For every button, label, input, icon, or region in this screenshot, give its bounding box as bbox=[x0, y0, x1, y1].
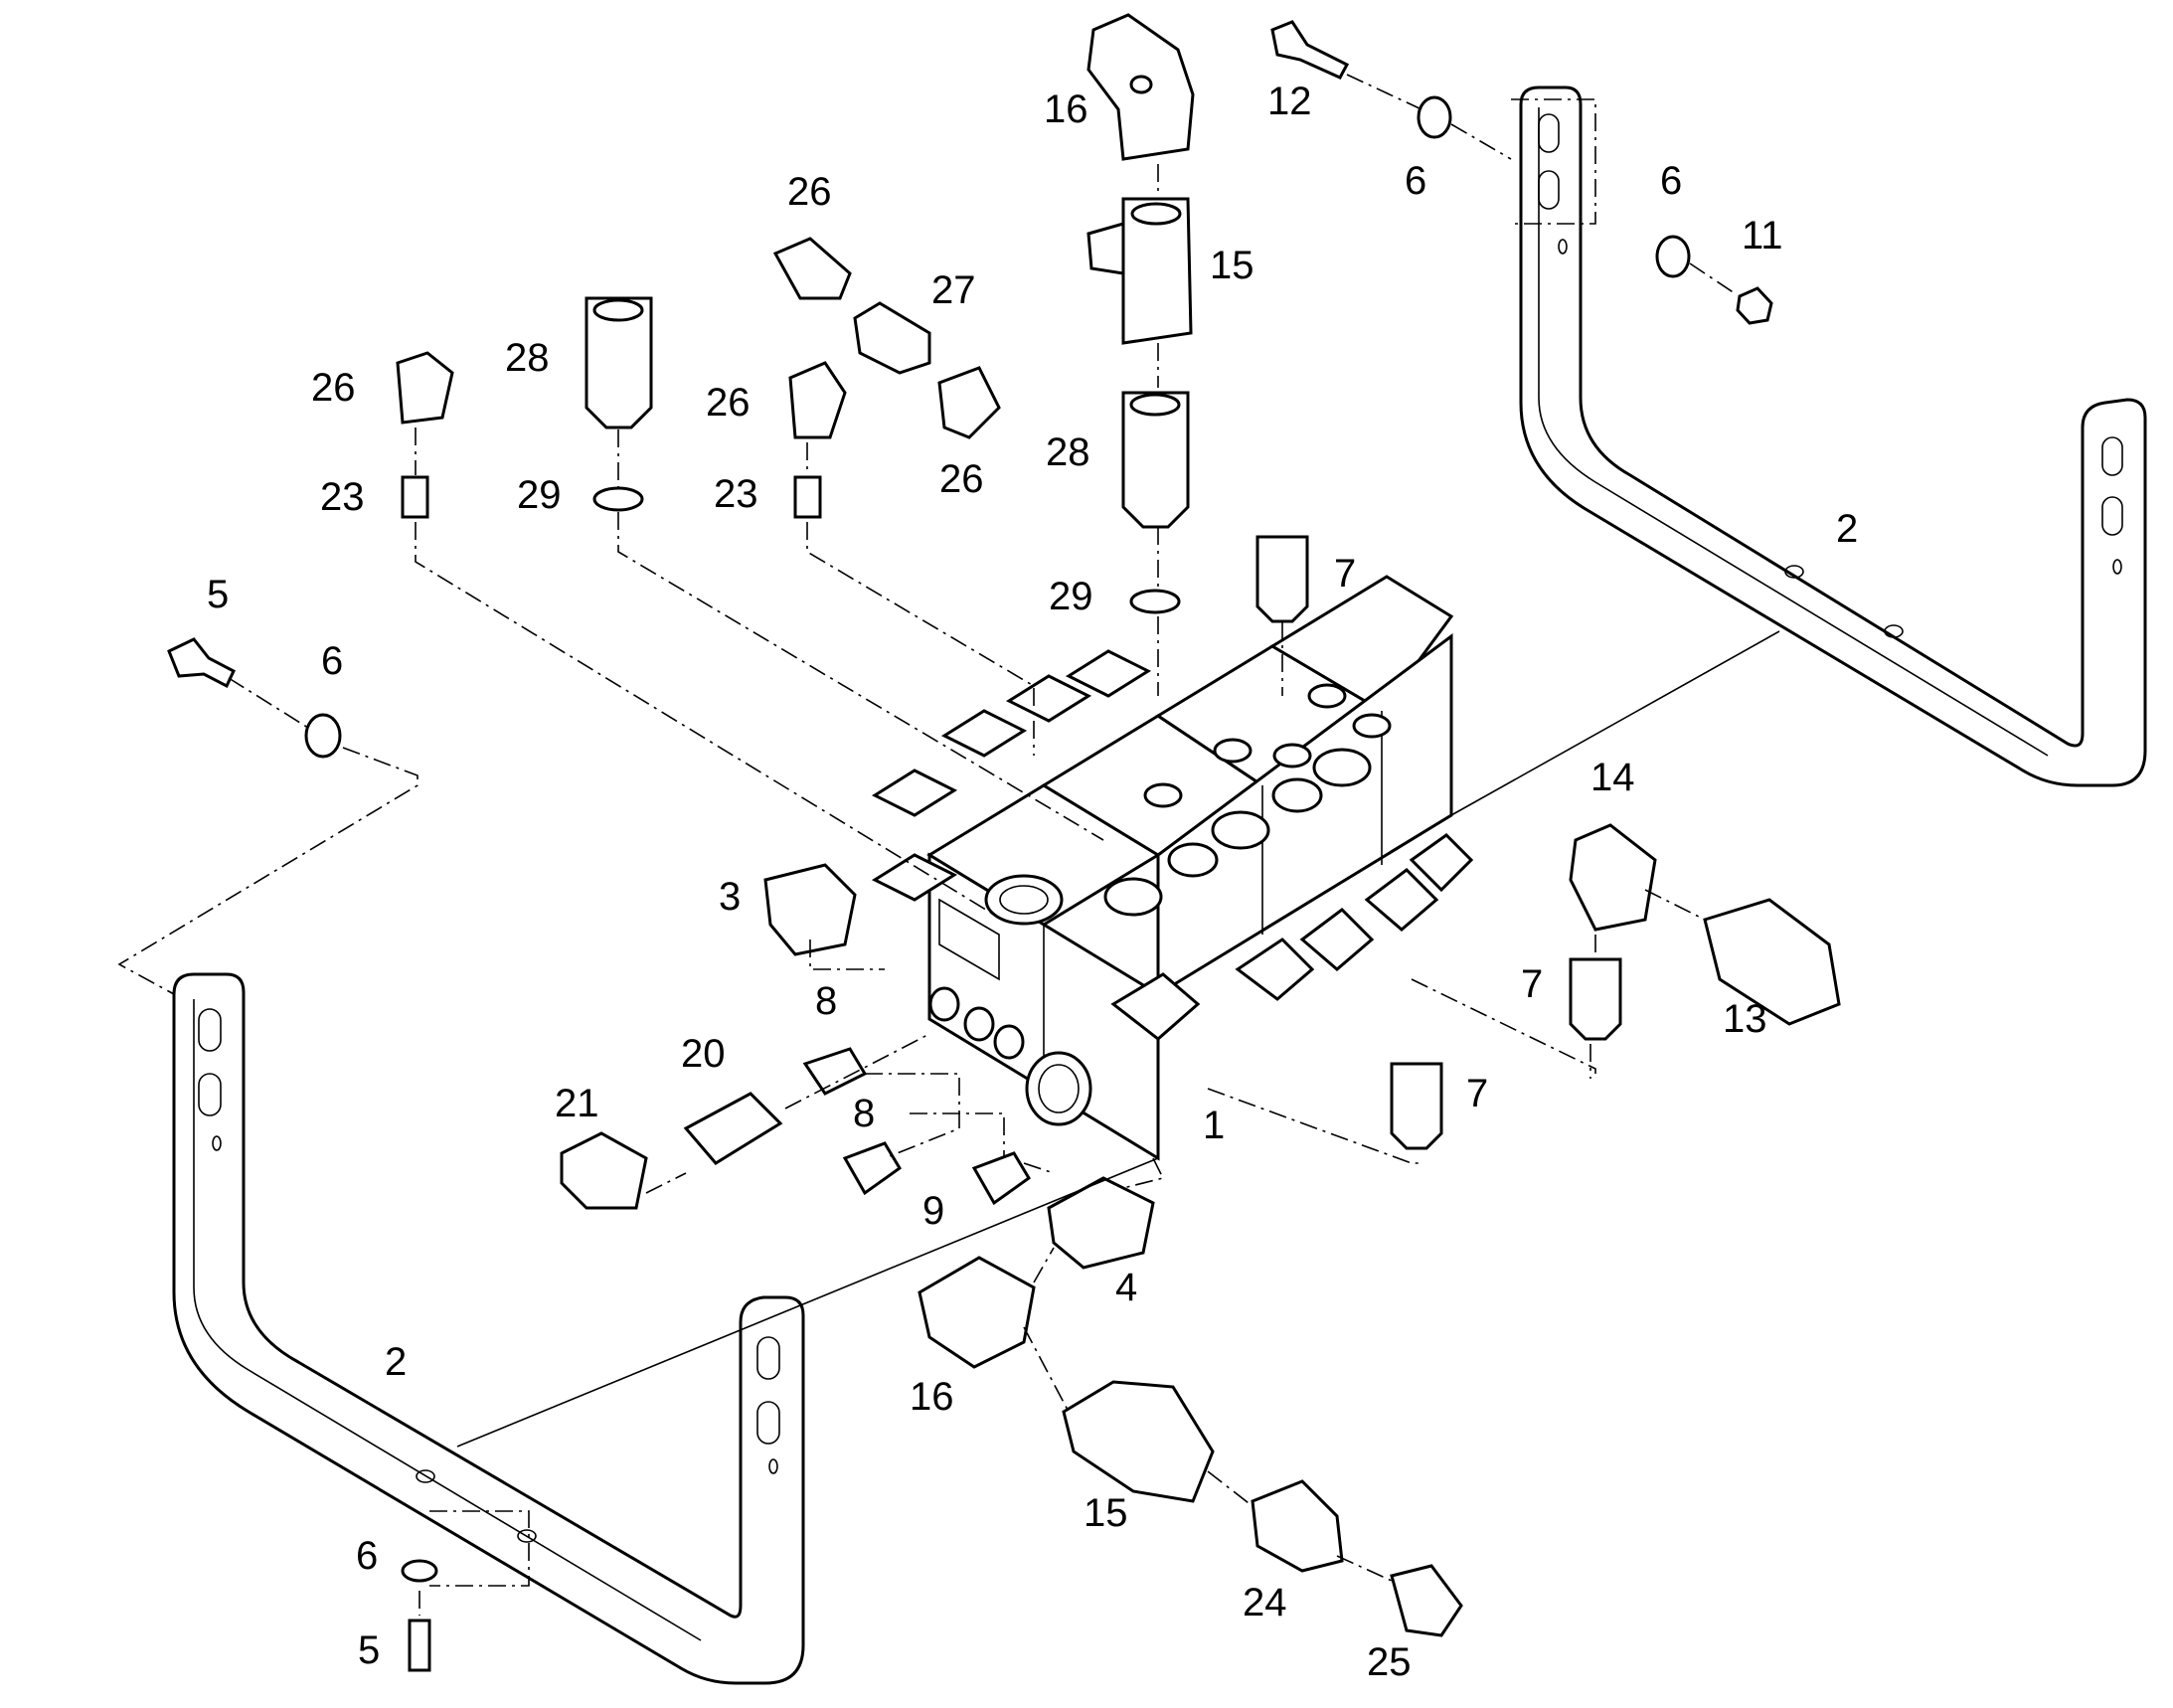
callout-27: 27 bbox=[931, 268, 976, 312]
callout-6-bottom: 6 bbox=[356, 1534, 379, 1578]
assembly-lines bbox=[117, 74, 1736, 1616]
callout-20: 20 bbox=[681, 1032, 726, 1076]
fittings bbox=[167, 13, 1841, 1672]
callout-8-b: 8 bbox=[853, 1092, 876, 1135]
callout-15-top: 15 bbox=[1210, 244, 1254, 287]
callout-7-top: 7 bbox=[1334, 552, 1357, 596]
callout-9: 9 bbox=[922, 1189, 945, 1233]
callout-6-topleft: 6 bbox=[321, 639, 344, 683]
lower-bracket bbox=[172, 972, 805, 1685]
callout-23-b: 23 bbox=[714, 472, 758, 516]
callout-11: 11 bbox=[1742, 214, 1783, 257]
callout-24: 24 bbox=[1243, 1581, 1287, 1624]
callout-12: 12 bbox=[1267, 80, 1312, 123]
callout-5-bottom: 5 bbox=[358, 1628, 381, 1672]
callout-15-bottom: 15 bbox=[1084, 1491, 1128, 1535]
callout-16-bottom: 16 bbox=[910, 1375, 954, 1419]
callout-26-c: 26 bbox=[706, 381, 751, 425]
callout-23-a: 23 bbox=[320, 475, 365, 519]
callout-3: 3 bbox=[719, 875, 742, 919]
callout-26-d: 26 bbox=[939, 457, 984, 501]
callout-16-top: 16 bbox=[1044, 87, 1088, 131]
callout-2-upper: 2 bbox=[1836, 507, 1859, 551]
callout-5-top: 5 bbox=[207, 573, 230, 616]
upper-bracket bbox=[1519, 85, 2147, 787]
callout-13: 13 bbox=[1723, 997, 1767, 1041]
callout-4: 4 bbox=[1115, 1266, 1138, 1309]
callout-29-b: 29 bbox=[1049, 575, 1093, 618]
leader-lines bbox=[456, 630, 1780, 1448]
callout-28-b: 28 bbox=[1046, 430, 1090, 474]
callout-7-right: 7 bbox=[1521, 962, 1544, 1006]
callout-26-b: 26 bbox=[311, 366, 356, 410]
callout-29-a: 29 bbox=[517, 473, 562, 517]
callout-2-lower: 2 bbox=[385, 1340, 408, 1384]
callout-25: 25 bbox=[1367, 1640, 1412, 1684]
callout-28-a: 28 bbox=[505, 336, 550, 380]
callout-21: 21 bbox=[555, 1082, 599, 1125]
callout-14: 14 bbox=[1590, 756, 1635, 799]
callout-8-a: 8 bbox=[815, 979, 838, 1023]
callout-6-top-b: 6 bbox=[1660, 159, 1683, 203]
callout-1: 1 bbox=[1203, 1104, 1226, 1147]
callout-7-bottom: 7 bbox=[1466, 1072, 1489, 1115]
callout-26-a: 26 bbox=[787, 170, 832, 214]
valve-block bbox=[871, 575, 1474, 1161]
callout-6-top-a: 6 bbox=[1405, 159, 1427, 203]
